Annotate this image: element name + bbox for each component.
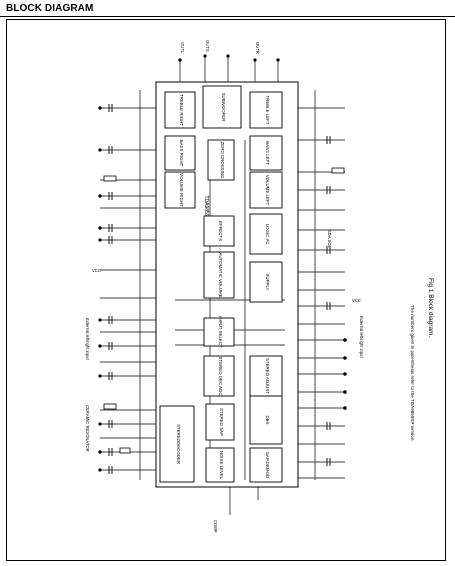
block-stereo-decoder: [159, 405, 195, 483]
label-outr: OUTR: [255, 42, 260, 54]
label-bass-left: BASS LEFT: [265, 141, 270, 165]
label-ceramic: CERAMIC RESONATOR: [85, 405, 90, 452]
label-outl: OUTL: [180, 42, 185, 54]
block-treble-left: [249, 91, 283, 129]
label-vcc-right: VCC: [352, 298, 361, 303]
label-treble-left: TREBLE LEFT: [265, 95, 270, 124]
label-vcc-left: VCC: [92, 268, 101, 273]
figure-caption: Fig.1 Block diagram.: [427, 278, 434, 337]
label-supply: SUPPLY: [265, 273, 270, 290]
label-ext-input-right: External left/right input: [359, 316, 364, 359]
label-ext-input-left: External left/right input: [85, 318, 90, 361]
label-stereo-adjust: STEREO ADJUST: [265, 358, 270, 394]
block-treble-right: [164, 91, 196, 129]
block-noise-adjust: [205, 447, 235, 483]
label-outs: OUTS: [205, 40, 210, 52]
block-auto-volume: [203, 251, 235, 299]
block-bass-right: [164, 135, 196, 171]
block-stereo-dec-agc: [203, 355, 235, 397]
resistors: [103, 167, 345, 454]
block-stereo-switch: [205, 403, 235, 441]
block-supply: [249, 261, 283, 303]
page-title: BLOCK DIAGRAM: [6, 3, 94, 14]
label-chip: TDA9859: [203, 195, 209, 216]
label-logic: LOGIC I²C: [265, 224, 270, 245]
label-volume-right: VOLUME RIGHT: [179, 173, 184, 207]
block-zero-crossing: [207, 139, 235, 181]
label-comp: COMP: [213, 520, 218, 533]
label-treble-right: TREBLE RIGHT: [179, 94, 184, 126]
label-stereo-decoder: STEREODECODER: [176, 424, 181, 464]
figure-frame: [6, 19, 446, 561]
block-volume-right: [164, 171, 196, 209]
block-effects: [203, 215, 235, 247]
label-volume-left: VOLUME LEFT: [265, 175, 270, 206]
label-stereo-dec-agc: STEREO DEC AGC: [218, 356, 223, 395]
block-subwoofer: [202, 85, 242, 129]
block-volume-left: [249, 171, 283, 209]
figure-footnote: The numbers given in parenthesis refer t…: [410, 305, 415, 442]
block-dbx: [249, 395, 283, 445]
label-sap-demod: SAP DEMOD: [265, 452, 270, 478]
block-input-select: [203, 317, 235, 347]
label-subwoofer: SUBWOOFER: [221, 93, 226, 122]
terminals: [98, 54, 347, 472]
block-sap-demod: [249, 447, 283, 483]
block-logic: [249, 213, 283, 255]
label-dbx: DBX: [265, 415, 270, 424]
label-sda-scl: SDA SCL: [327, 230, 332, 248]
label-effects: EFFECTS: [218, 221, 223, 241]
block-bass-left: [249, 135, 283, 171]
title-divider: [0, 16, 455, 17]
capacitors: [108, 104, 331, 474]
label-zero-crossing: ZERO CROSSING: [220, 142, 225, 179]
label-bass-right: BASS RIGHT: [179, 140, 184, 167]
label-noise-adjust: NOISE LEVEL: [219, 451, 224, 480]
label-input-select: INPUT SELECT: [218, 316, 223, 348]
label-stereo-switch: STEREO SAP: [219, 408, 224, 436]
label-auto-volume: AUTOMATIC VOLUME: [218, 252, 223, 297]
